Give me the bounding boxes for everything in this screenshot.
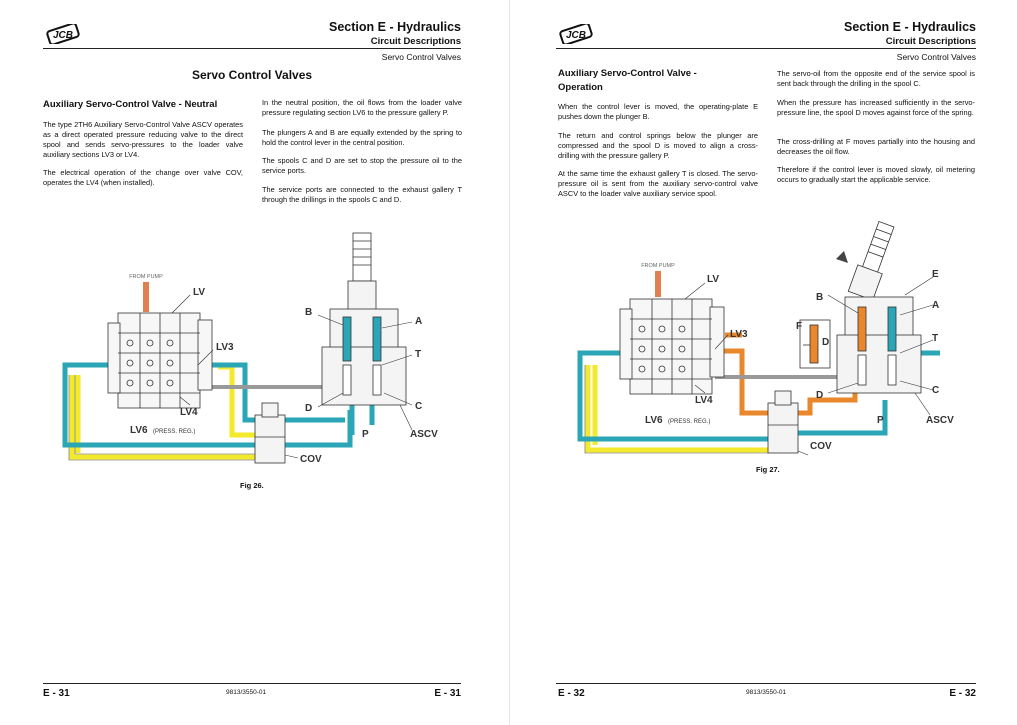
servo-control-valve xyxy=(836,221,922,394)
paragraph: The spools C and D are set to stop the p… xyxy=(262,156,462,175)
label-cov: COV xyxy=(810,441,832,452)
section-title: Section E - Hydraulics xyxy=(329,20,461,34)
paragraph: When the control lever is moved, the ope… xyxy=(558,102,758,121)
label-b: B xyxy=(816,292,823,303)
label-lv: LV xyxy=(707,274,719,285)
section-subtitle: Circuit Descriptions xyxy=(885,36,976,47)
document-number: 9813/3550-01 xyxy=(746,689,787,696)
paragraph: The servo-oil from the opposite end of t… xyxy=(777,69,975,88)
right-page: JCB Section E - Hydraulics Circuit Descr… xyxy=(509,0,1017,725)
jcb-logo-icon: JCB xyxy=(46,24,80,44)
direction-arrow-icon xyxy=(828,243,848,263)
svg-text:FROM PUMP: FROM PUMP xyxy=(641,263,675,269)
label-ascv: ASCV xyxy=(926,415,954,426)
label-d: D xyxy=(305,403,312,414)
label-a: A xyxy=(415,316,422,327)
footer-rule xyxy=(556,683,976,684)
page-number-right: E - 31 xyxy=(434,688,461,699)
page-number-left: E - 32 xyxy=(558,688,585,699)
label-p: P xyxy=(362,429,369,440)
label-press-reg: (PRESS. REG.) xyxy=(668,419,710,425)
paragraph: The return and control springs below the… xyxy=(558,131,758,160)
label-p: P xyxy=(877,415,884,426)
change-over-valve xyxy=(254,402,286,464)
label-cov: COV xyxy=(300,454,322,465)
hydraulic-diagram-neutral: FROM PUMP xyxy=(62,232,438,465)
pump-arrow: FROM PUMP xyxy=(129,274,163,312)
paragraph: The plungers A and B are equally extende… xyxy=(262,128,462,147)
svg-text:JCB: JCB xyxy=(53,30,73,41)
hydraulic-diagram-operation: FROM PUMP xyxy=(577,221,954,456)
section-title: Section E - Hydraulics xyxy=(844,20,976,34)
label-ascv: ASCV xyxy=(410,429,438,440)
svg-text:JCB: JCB xyxy=(566,30,586,41)
label-lv4: LV4 xyxy=(180,407,198,418)
paragraph: Therefore if the control lever is moved … xyxy=(777,165,975,184)
label-c: C xyxy=(932,385,939,396)
section-heading: Auxiliary Servo-Control Valve - Operatio… xyxy=(558,68,697,93)
label-d-inset: D xyxy=(822,337,829,348)
paragraph: The cross-drilling at F moves partially … xyxy=(777,137,975,156)
detail-inset xyxy=(799,319,831,369)
label-lv3: LV3 xyxy=(216,342,234,353)
change-over-valve xyxy=(767,390,799,454)
section-name: Servo Control Valves xyxy=(381,52,461,62)
header-rule xyxy=(43,48,461,49)
paragraph: When the pressure has increased sufficie… xyxy=(777,98,975,117)
paragraph: The type 2TH6 Auxiliary Servo-Control Va… xyxy=(43,120,243,159)
header-rule xyxy=(556,48,976,49)
label-t: T xyxy=(932,333,938,344)
page-number-right: E - 32 xyxy=(949,688,976,699)
label-press-reg: (PRESS. REG.) xyxy=(153,429,195,435)
loader-valve-block xyxy=(107,312,213,409)
section-subtitle: Circuit Descriptions xyxy=(370,36,461,47)
page-title: Servo Control Valves xyxy=(192,68,313,82)
label-lv: LV xyxy=(193,287,205,298)
label-lv3: LV3 xyxy=(730,329,748,340)
label-d: D xyxy=(816,390,823,401)
label-c: C xyxy=(415,401,422,412)
label-e: E xyxy=(932,269,939,280)
label-b: B xyxy=(305,307,312,318)
paragraph: At the same time the exhaust gallery T i… xyxy=(558,169,758,198)
footer-rule xyxy=(43,683,461,684)
section-heading: Auxiliary Servo-Control Valve - Neutral xyxy=(43,99,218,110)
label-lv4: LV4 xyxy=(695,395,713,406)
figure-caption: Fig 26. xyxy=(240,481,264,490)
paragraph: The electrical operation of the change o… xyxy=(43,168,243,187)
document-number: 9813/3550-01 xyxy=(226,689,267,696)
section-name: Servo Control Valves xyxy=(896,52,976,62)
jcb-logo-icon: JCB xyxy=(559,24,593,44)
label-lv6: LV6 xyxy=(130,425,148,436)
label-f: F xyxy=(796,321,802,332)
svg-text:FROM PUMP: FROM PUMP xyxy=(129,274,163,280)
page-number-left: E - 31 xyxy=(43,688,70,699)
loader-valve-block xyxy=(619,298,725,395)
label-a: A xyxy=(932,300,939,311)
label-t: T xyxy=(415,349,421,360)
exhaust-line xyxy=(585,365,768,453)
label-lv6: LV6 xyxy=(645,415,663,426)
pump-arrow: FROM PUMP xyxy=(641,263,675,297)
left-page: JCB Section E - Hydraulics Circuit Descr… xyxy=(0,0,508,725)
figure-caption: Fig 27. xyxy=(756,465,780,474)
paragraph: In the neutral position, the oil flows f… xyxy=(262,98,462,117)
paragraph: The service ports are connected to the e… xyxy=(262,185,462,204)
servo-control-valve xyxy=(321,232,407,406)
